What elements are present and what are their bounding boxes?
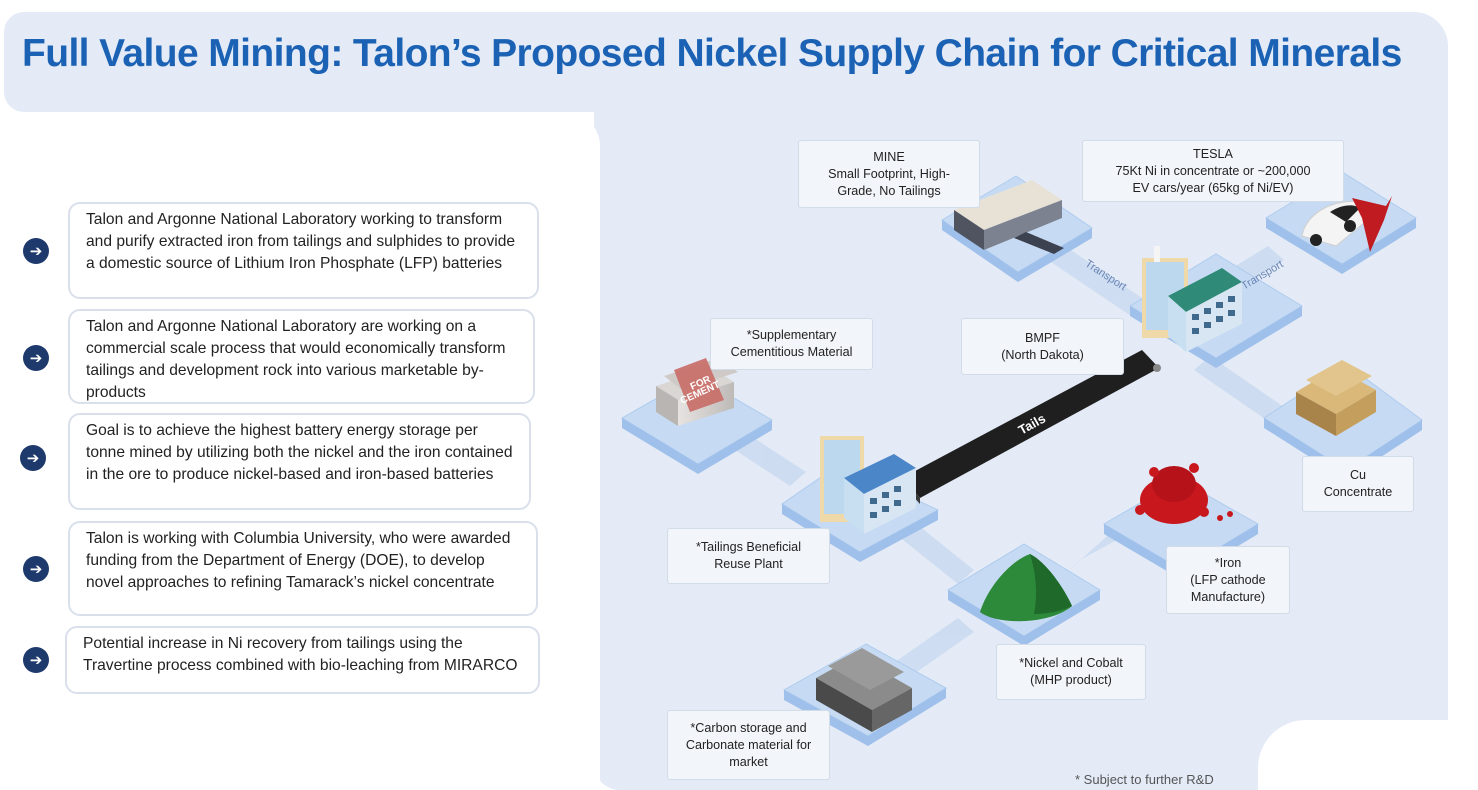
label-iron: *Iron (LFP cathode Manufacture) (1166, 546, 1290, 614)
arrow-right-icon: ➔ (23, 345, 49, 371)
footnote: * Subject to further R&D (1075, 772, 1214, 787)
bullet-item: Goal is to achieve the highest battery e… (68, 413, 531, 510)
label-nickel-cobalt: *Nickel and Cobalt (MHP product) (996, 644, 1146, 700)
panel-notch (1258, 720, 1478, 790)
arrow-right-icon: ➔ (23, 238, 49, 264)
copper-bars (1296, 360, 1376, 436)
arrow-right-icon: ➔ (20, 445, 46, 471)
mine-warehouse (954, 180, 1064, 254)
arrow-right-icon: ➔ (23, 647, 49, 673)
label-bmpf: BMPF (North Dakota) (961, 318, 1124, 375)
tesla-car (1301, 196, 1392, 252)
label-supplementary-cementitious: *Supplementary Cementitious Material (710, 318, 873, 370)
bullet-item: Potential increase in Ni recovery from t… (65, 626, 540, 694)
bullet-item: Talon and Argonne National Laboratory wo… (68, 202, 539, 299)
iron-pellets (1135, 463, 1233, 524)
label-tailings-plant: *Tailings Beneficial Reuse Plant (667, 528, 830, 584)
label-tesla: TESLA 75Kt Ni in concentrate or ~200,000… (1082, 140, 1344, 202)
cement-bags: FOR CEMENT (656, 358, 738, 426)
page-title: Full Value Mining: Talon’s Proposed Nick… (22, 32, 1402, 75)
arrow-right-icon: ➔ (23, 556, 49, 582)
label-cu-concentrate: Cu Concentrate (1302, 456, 1414, 512)
carbon-blocks (816, 648, 912, 732)
label-carbon-storage: *Carbon storage and Carbonate material f… (667, 710, 830, 780)
bullet-item: Talon and Argonne National Laboratory ar… (68, 309, 535, 404)
nickel-pile (980, 554, 1072, 622)
supply-chain-diagram: Transport Transport Tails (621, 171, 1423, 746)
bmpf-building (1142, 246, 1242, 352)
tailings-plant-building (820, 436, 916, 534)
bullet-item: Talon is working with Columbia Universit… (68, 521, 538, 616)
label-mine: MINE Small Footprint, High- Grade, No Ta… (798, 140, 980, 208)
header-panel (4, 12, 1448, 112)
